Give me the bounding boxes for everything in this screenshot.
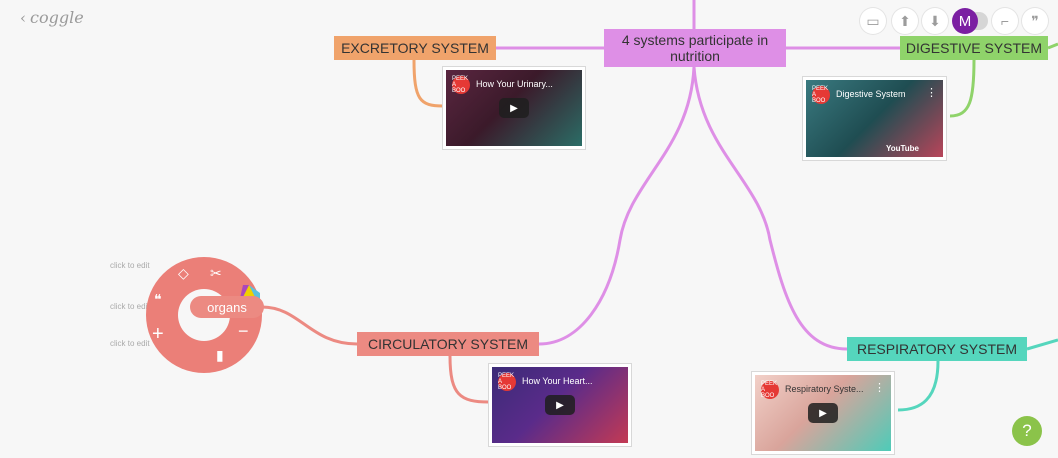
video-link-digestive [949, 59, 976, 118]
channel-logo-icon: PEEK A BOO [812, 86, 830, 104]
video-title: Digestive System [836, 89, 906, 99]
digestive-video-thumbnail[interactable]: PEEK A BOO Digestive System ⋮ YouTube [803, 77, 946, 160]
play-icon[interactable]: ▶ [499, 98, 529, 118]
respiratory-offscreen-link [1026, 338, 1058, 351]
video-title: Respiratory Syste... [785, 384, 864, 394]
upload-arrow-icon[interactable]: ⬆ [892, 8, 918, 34]
coggle-logo[interactable]: ‹ coggle [20, 8, 84, 27]
play-icon[interactable]: ▶ [545, 395, 575, 415]
click-to-edit-hint[interactable]: click to edit [110, 261, 150, 270]
excretory-video-thumbnail[interactable]: PEEK A BOO How Your Urinary... ▶ [443, 67, 585, 149]
play-icon[interactable]: ▶ [808, 403, 838, 423]
branch-line-respiratory [692, 66, 848, 351]
central-node[interactable]: 4 systems participate in nutrition [604, 29, 786, 67]
video-title: How Your Heart... [522, 376, 593, 386]
channel-logo-icon: PEEK A BOO [761, 381, 779, 399]
plus-icon[interactable]: + [152, 323, 164, 345]
more-options-icon[interactable]: ⋮ [926, 87, 937, 99]
youtube-logo: YouTube [885, 144, 919, 153]
digestive-system-node[interactable]: DIGESTIVE SYSTEM [900, 36, 1048, 60]
download-arrow-icon[interactable]: ⬇ [922, 8, 948, 34]
organs-link [261, 305, 358, 346]
click-to-edit-hint[interactable]: click to edi [110, 302, 148, 311]
more-options-icon[interactable]: ⋮ [874, 382, 885, 394]
excretory-system-node[interactable]: EXCRETORY SYSTEM [334, 36, 496, 60]
file-icon[interactable]: ▮ [216, 347, 224, 363]
click-to-edit-hint[interactable]: click to edit [110, 339, 150, 348]
respiratory-system-node[interactable]: RESPIRATORY SYSTEM [847, 337, 1027, 361]
channel-logo-icon: PEEK A BOO [452, 76, 470, 94]
help-icon[interactable]: ? [1012, 416, 1042, 446]
quote-icon[interactable]: ❞ [1022, 8, 1048, 34]
channel-logo-icon: PEEK A BOO [498, 373, 516, 391]
respiratory-video-thumbnail[interactable]: PEEK A BOO Respiratory Syste... ⋮ ▶ [752, 372, 894, 454]
history-icon[interactable]: ⌐ [992, 8, 1018, 34]
organs-node[interactable]: organs [190, 296, 264, 318]
video-title: How Your Urinary... [476, 79, 553, 89]
video-link-respiratory [897, 360, 940, 412]
digestive-offscreen-link [1047, 42, 1058, 50]
scissors-icon[interactable]: ✂ [210, 265, 222, 281]
minus-icon[interactable]: − [238, 321, 249, 341]
circulatory-system-node[interactable]: CIRCULATORY SYSTEM [357, 332, 539, 356]
chevron-left-icon[interactable]: ‹ [20, 8, 26, 27]
branch-line-circulatory [538, 66, 696, 346]
quote-icon[interactable]: ❝ [154, 291, 162, 307]
diamond-icon[interactable]: ◇ [178, 265, 189, 281]
circulatory-video-thumbnail[interactable]: PEEK A BOO How Your Heart... ▶ [489, 364, 631, 446]
avatar[interactable]: M [952, 8, 978, 34]
logo-text: coggle [30, 8, 84, 27]
video-link-excretory [412, 59, 444, 108]
monitor-icon[interactable]: ▭ [860, 8, 886, 34]
video-link-circulatory [448, 355, 490, 404]
